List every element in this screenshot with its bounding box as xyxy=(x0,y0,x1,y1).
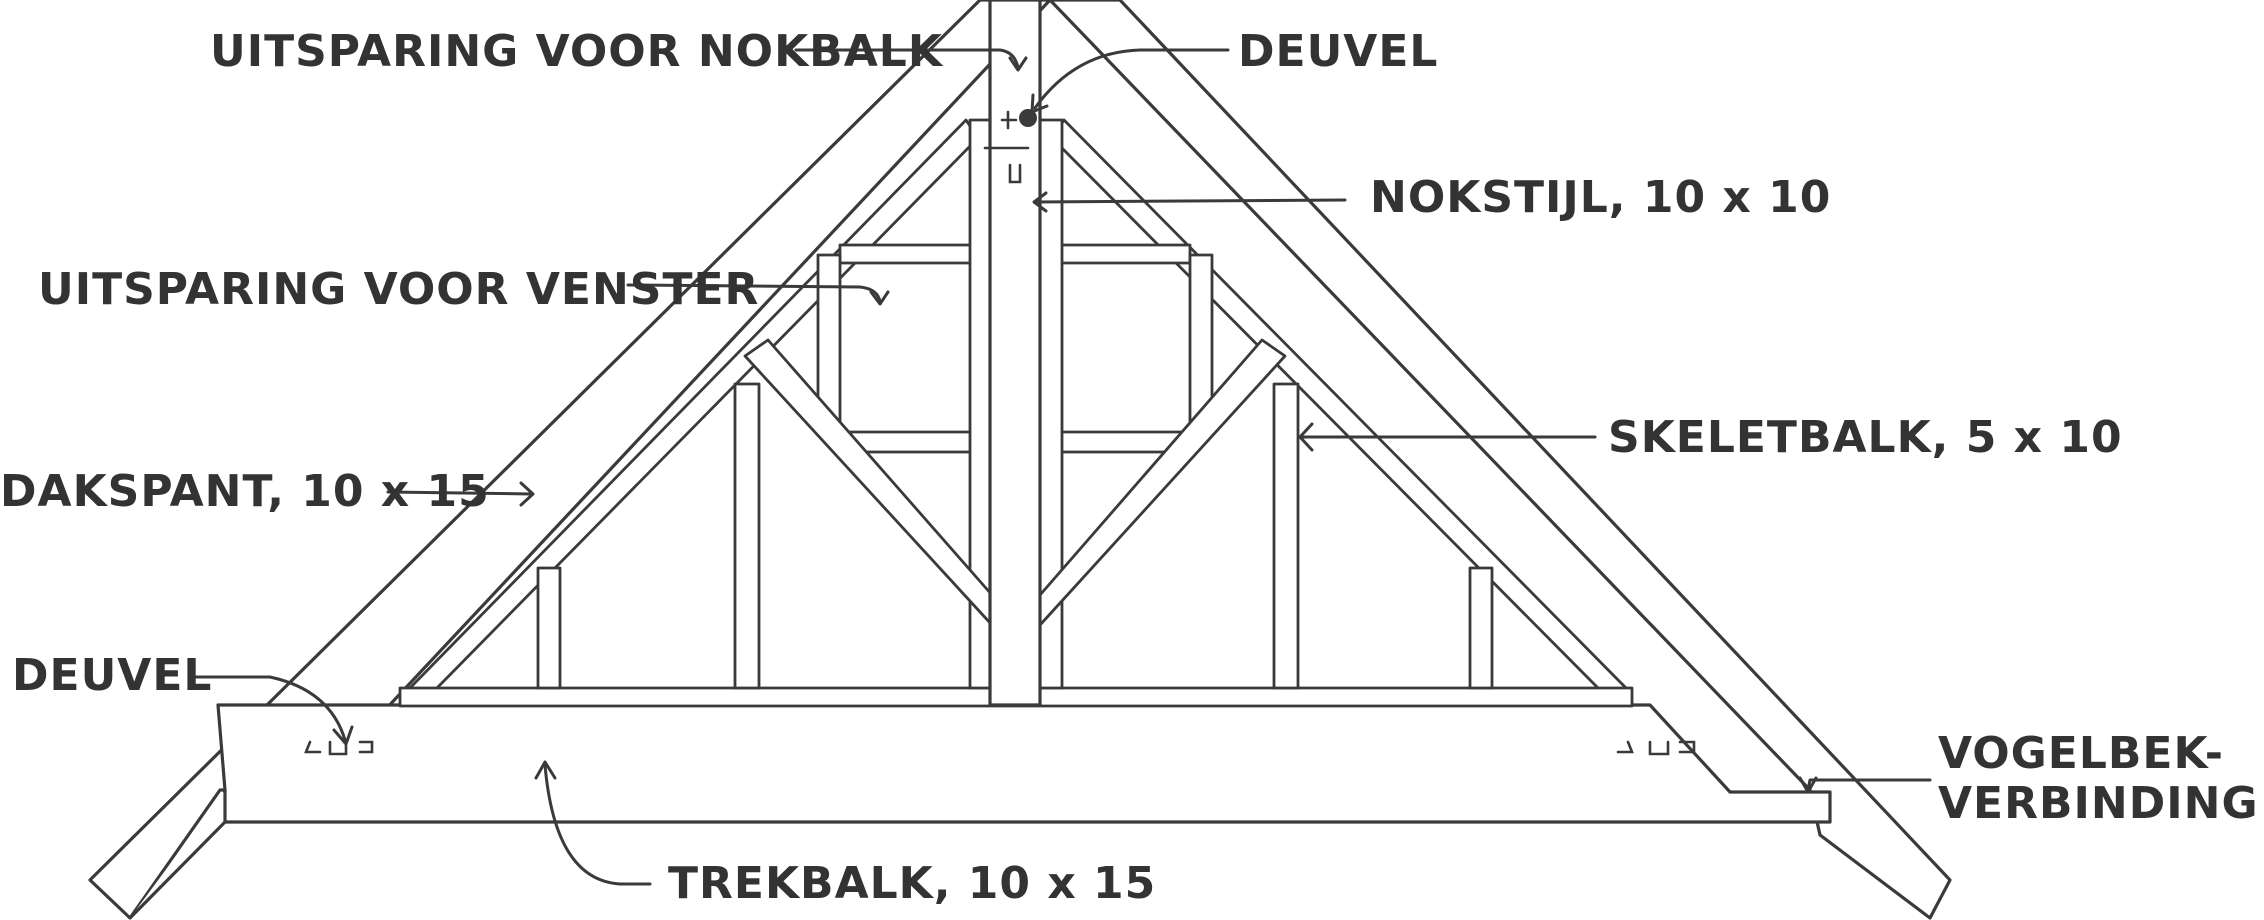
arrowhead-vogelbek xyxy=(1798,776,1818,794)
left-diagonal-brace xyxy=(743,338,994,627)
label-nokstijl: NOKSTIJL, 10 x 10 xyxy=(1370,172,1831,223)
label-uitsparing-venster: UITSPARING VOOR VENSTER xyxy=(38,264,759,315)
label-deuvel-top: DEUVEL xyxy=(1238,26,1438,77)
right-dowel-marks-icon xyxy=(1616,740,1696,756)
leader-vogelbek xyxy=(1806,778,1932,792)
label-vogelbek-line1: VOGELBEK- xyxy=(1938,728,2224,779)
left-dowel-marks-icon xyxy=(304,740,374,756)
left-rafter xyxy=(88,0,1052,920)
label-deuvel-left: DEUVEL xyxy=(12,650,212,701)
tie-beam xyxy=(216,703,1832,824)
arrowhead-deuvel-top xyxy=(1030,93,1049,114)
arrowhead-nokstijl xyxy=(1032,191,1048,213)
leader-deuvel-left xyxy=(188,675,347,742)
stud-right-2 xyxy=(1272,382,1300,690)
leader-trekbalk xyxy=(543,763,652,886)
leader-dakspant xyxy=(386,490,534,496)
tie-beam-left-end xyxy=(128,790,227,920)
arrowhead-deuvel-left xyxy=(332,725,354,746)
arrowhead-uitsparing-venster xyxy=(869,290,890,306)
leader-uitsparing-nokbalk xyxy=(794,48,1020,70)
stud-left-2 xyxy=(733,382,761,690)
left-skeleton-beam xyxy=(406,118,980,692)
label-dakspant: DAKSPANT, 10 x 15 xyxy=(0,466,490,517)
label-vogelbek-line2: VERBINDING xyxy=(1938,778,2259,829)
stud-right-1 xyxy=(1468,566,1494,690)
label-skeletbalk: SKELETBALK, 5 x 10 xyxy=(1608,412,2123,463)
arrowhead-dakspant xyxy=(519,481,535,507)
leader-deuvel-top xyxy=(1033,48,1230,110)
leader-uitsparing-venster xyxy=(626,283,882,304)
label-trekbalk: TREKBALK, 10 x 15 xyxy=(668,858,1156,909)
arrowhead-trekbalk xyxy=(534,760,557,780)
arrowhead-skeletbalk xyxy=(1298,422,1314,452)
top-dowel-icon xyxy=(1019,109,1037,127)
leader-nokstijl xyxy=(1033,198,1347,204)
king-post-dowel-marks-icon xyxy=(983,110,1030,184)
stud-left-1 xyxy=(536,566,562,690)
right-diagonal-brace xyxy=(1038,338,1287,627)
arrowhead-uitsparing-nokbalk xyxy=(1008,56,1028,72)
label-uitsparing-nokbalk: UITSPARING VOOR NOKBALK xyxy=(210,26,944,77)
